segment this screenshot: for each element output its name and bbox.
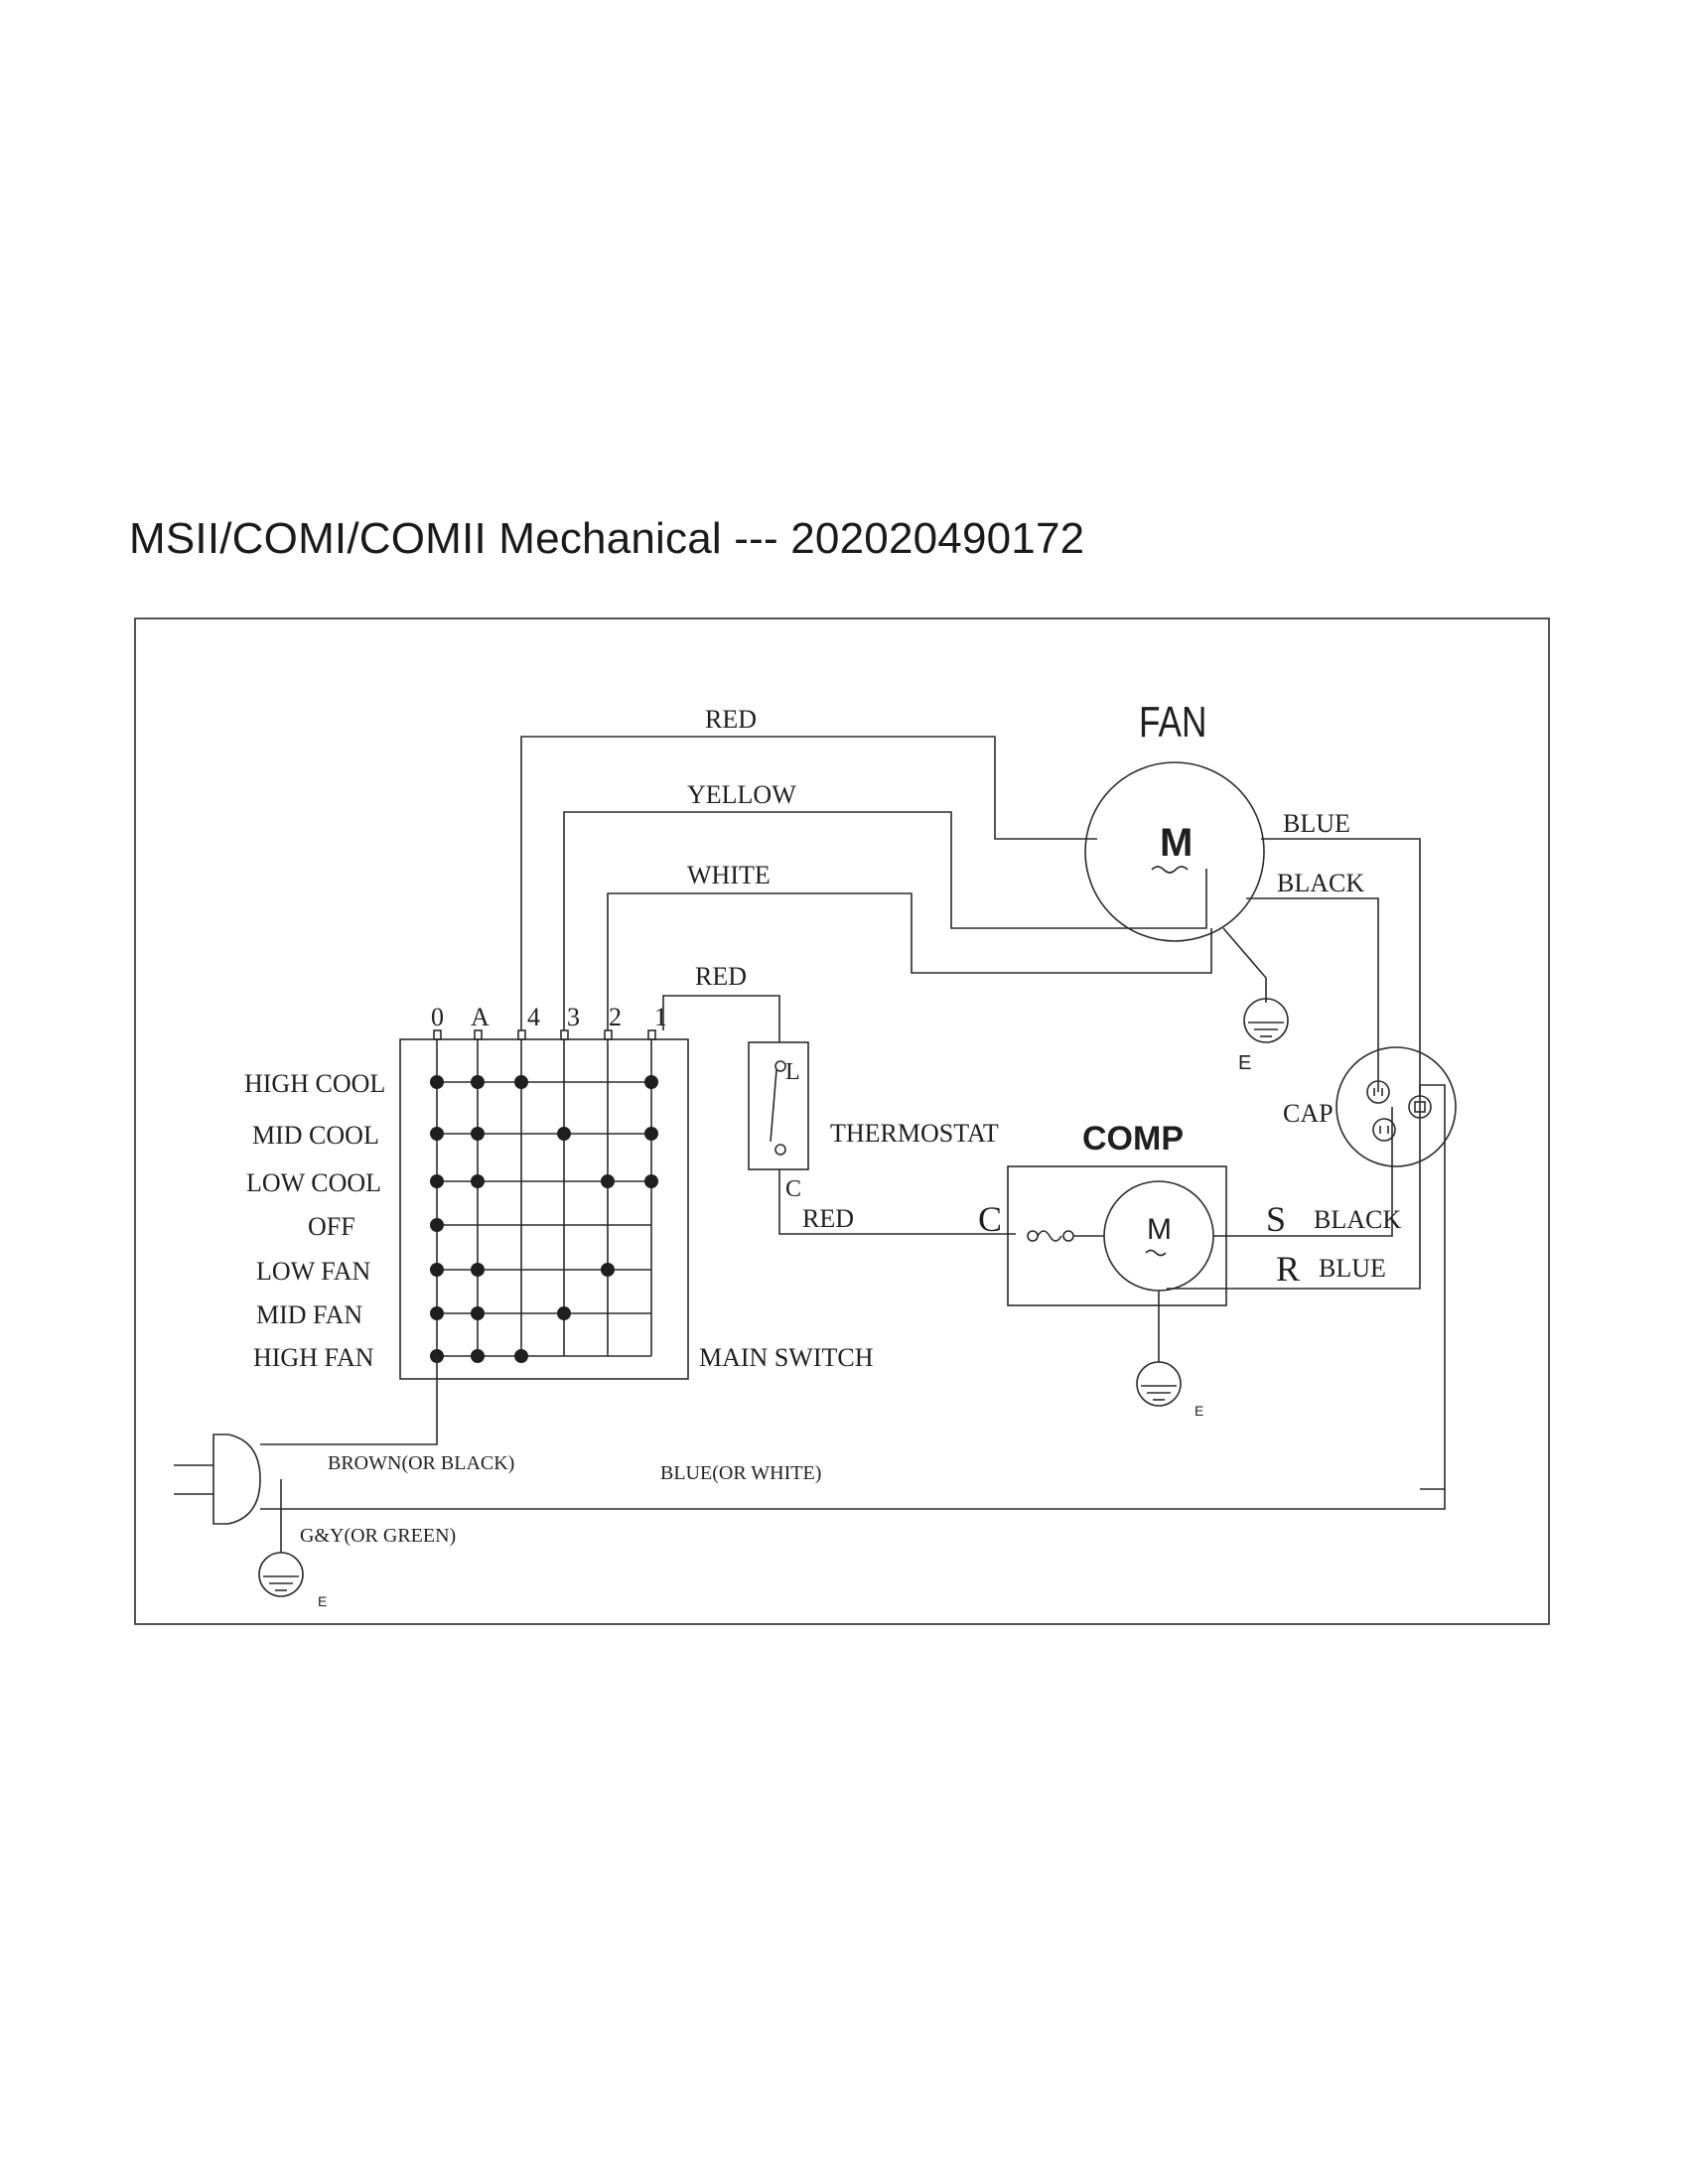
wire-label-red-comp: RED bbox=[802, 1204, 854, 1233]
thermostat-box bbox=[748, 1041, 809, 1170]
switch-row-mid-cool: MID COOL bbox=[252, 1121, 379, 1150]
switch-col-1: 1 bbox=[654, 1003, 667, 1031]
fan-wires bbox=[520, 736, 1421, 1290]
switch-row-high-fan: HIGH FAN bbox=[253, 1343, 374, 1372]
switch-row-low-fan: LOW FAN bbox=[256, 1257, 371, 1286]
comp-terminal-c: C bbox=[978, 1199, 1002, 1239]
comp-terminal-r: R bbox=[1276, 1249, 1300, 1289]
switch-row-off: OFF bbox=[308, 1212, 355, 1241]
comp-terminal-s: S bbox=[1266, 1199, 1286, 1239]
wire-label-yellow: YELLOW bbox=[687, 780, 796, 809]
thermostat-terminal-l: L bbox=[785, 1059, 800, 1085]
plug-ground-label: E bbox=[318, 1593, 327, 1609]
wire-label-red-top: RED bbox=[705, 705, 757, 734]
fan-ground-icon bbox=[1243, 998, 1289, 1043]
wire-label-blue-comp: BLUE bbox=[1319, 1254, 1386, 1283]
wire-label-red-thermostat: RED bbox=[695, 962, 747, 991]
page-title: MSII/COMI/COMII Mechanical --- 202020490… bbox=[129, 514, 1085, 563]
switch-row-mid-fan: MID FAN bbox=[256, 1300, 362, 1329]
fan-label: FAN bbox=[1139, 698, 1206, 747]
fan-motor-circle bbox=[1084, 761, 1265, 942]
fan-motor: M bbox=[1084, 761, 1265, 942]
wire-label-ground: G&Y(OR GREEN) bbox=[300, 1525, 456, 1547]
wire-label-black-fan: BLACK bbox=[1277, 869, 1364, 897]
compressor-motor-symbol: M bbox=[1147, 1213, 1172, 1246]
wire-label-brown: BROWN(OR BLACK) bbox=[328, 1452, 514, 1474]
switch-col-3: 3 bbox=[567, 1003, 580, 1031]
cap-label: CAP bbox=[1283, 1099, 1334, 1128]
diagram-frame bbox=[134, 617, 1550, 1625]
switch-row-low-cool: LOW COOL bbox=[246, 1168, 381, 1197]
switch-col-4: 4 bbox=[527, 1003, 540, 1031]
capacitor bbox=[1336, 1046, 1457, 1490]
wire-label-blue-fan: BLUE bbox=[1283, 809, 1350, 838]
capacitor-circle bbox=[1336, 1046, 1457, 1167]
switch-row-high-cool: HIGH COOL bbox=[244, 1069, 385, 1098]
main-switch-label: MAIN SWITCH bbox=[699, 1343, 874, 1372]
switch-col-a: A bbox=[471, 1003, 490, 1031]
thermostat-label: THERMOSTAT bbox=[830, 1119, 999, 1148]
switch-col-2: 2 bbox=[609, 1003, 622, 1031]
comp-ground-icon bbox=[1136, 1361, 1182, 1407]
fan-motor-symbol: M bbox=[1160, 821, 1193, 865]
power-plug bbox=[174, 1356, 1446, 1553]
compressor-box bbox=[1007, 1165, 1227, 1306]
thermostat: L C THERMOSTAT bbox=[662, 995, 1016, 1235]
thermostat-terminal-c: C bbox=[785, 1176, 801, 1202]
comp-ground-label: E bbox=[1195, 1403, 1203, 1419]
main-switch: 0 A 4 3 2 1 HIGH COOL MID COOL LOW COOL … bbox=[244, 1003, 874, 1380]
switch-contacts bbox=[430, 1075, 658, 1363]
fan-ground-label: E bbox=[1238, 1052, 1251, 1074]
switch-col-0: 0 bbox=[431, 1003, 444, 1031]
wire-label-blue-white: BLUE(OR WHITE) bbox=[660, 1462, 821, 1484]
wire-label-white: WHITE bbox=[687, 861, 771, 889]
wire-label-black-comp: BLACK bbox=[1314, 1205, 1401, 1234]
main-switch-box bbox=[399, 1038, 689, 1380]
comp-label: COMP bbox=[1082, 1120, 1184, 1158]
plug-ground-icon bbox=[258, 1552, 304, 1597]
